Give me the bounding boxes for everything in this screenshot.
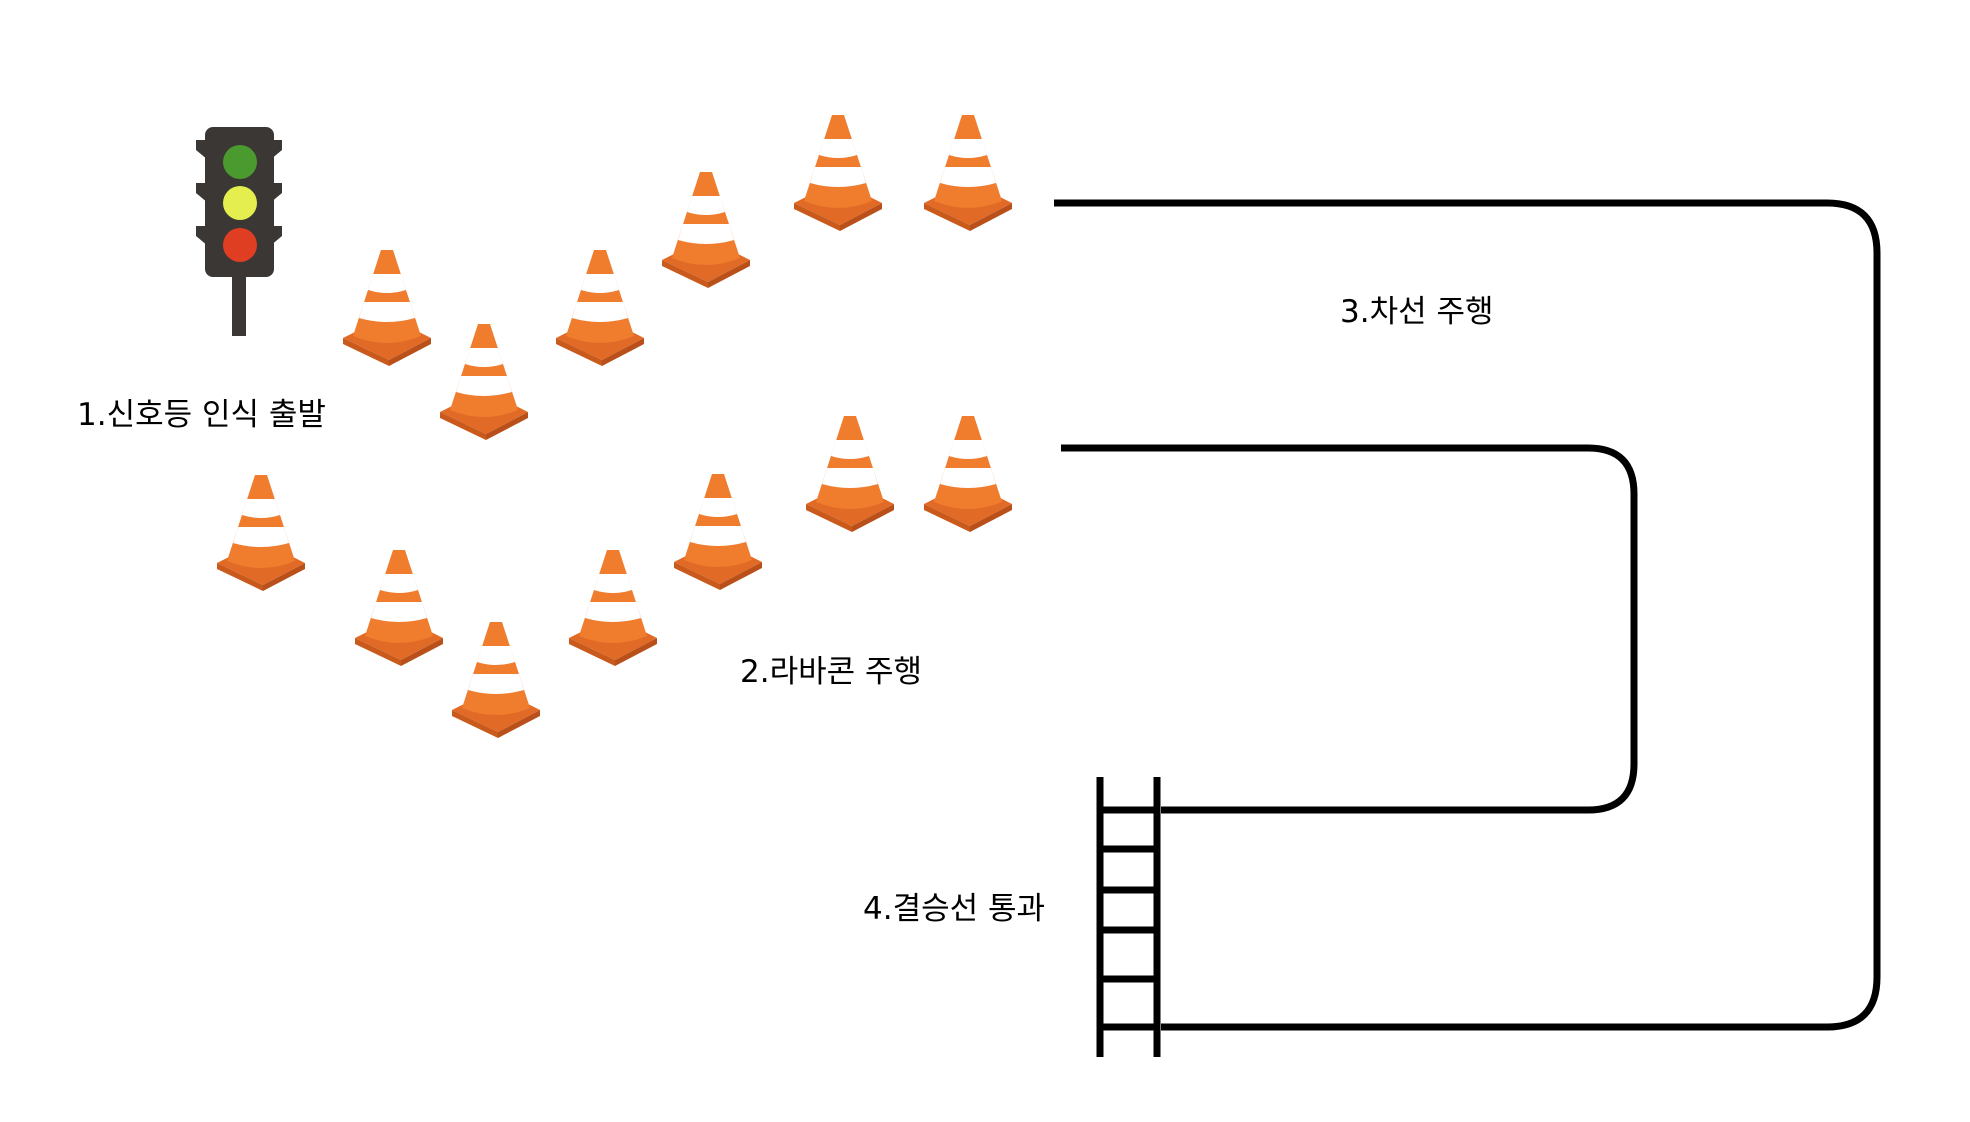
traffic-cone-icon xyxy=(662,172,750,288)
traffic-cone-icon xyxy=(924,416,1012,532)
finish-ladder-icon xyxy=(1096,777,1161,1057)
step-1-label: 1.신호등 인식 출발 xyxy=(77,397,326,433)
traffic-cone-icon xyxy=(452,622,540,738)
step-2-label: 2.라바콘 주행 xyxy=(740,654,922,690)
yellow-light xyxy=(223,186,257,220)
traffic-cone-icon xyxy=(569,550,657,666)
cone-course xyxy=(217,115,1012,738)
traffic-cone-icon xyxy=(924,115,1012,231)
traffic-light-icon xyxy=(196,127,282,336)
inner-lane-line xyxy=(1061,444,1638,814)
traffic-cone-icon xyxy=(794,115,882,231)
step-3-label: 3.차선 주행 xyxy=(1340,294,1494,330)
step-4-label: 4.결승선 통과 xyxy=(863,891,1045,927)
red-light xyxy=(223,228,257,262)
traffic-cone-icon xyxy=(440,324,528,440)
traffic-cone-icon xyxy=(343,250,431,366)
traffic-cone-icon xyxy=(355,550,443,666)
traffic-cone-icon xyxy=(556,250,644,366)
traffic-cone-icon xyxy=(217,475,305,591)
traffic-cone-icon xyxy=(806,416,894,532)
outer-lane-line xyxy=(1054,199,1881,1031)
green-light xyxy=(223,145,257,179)
traffic-cone-icon xyxy=(674,474,762,590)
